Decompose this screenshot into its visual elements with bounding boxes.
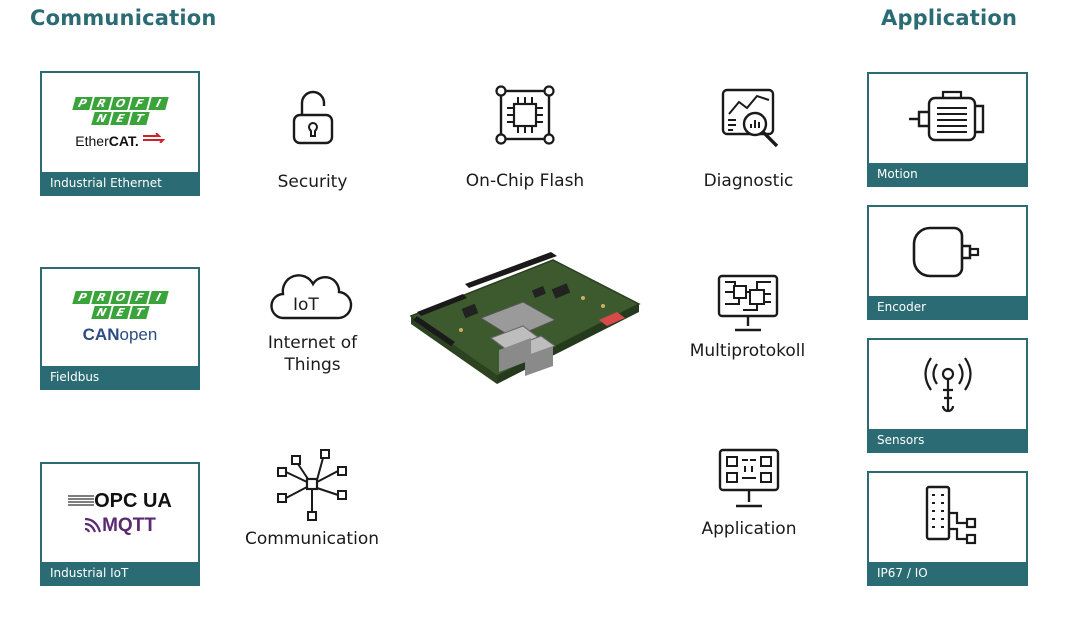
heading-communication: Communication: [30, 6, 217, 30]
card-caption: Motion: [869, 163, 1026, 185]
card-caption: Sensors: [869, 429, 1026, 451]
card-ip67-io: IP67 / IO: [867, 471, 1028, 586]
ethercat-arrow-icon: [142, 131, 166, 144]
ethercat-logo: EtherCAT.: [75, 131, 166, 149]
feature-label-line2: Things: [284, 355, 341, 375]
heading-application: Application: [881, 6, 1018, 30]
card-caption: IP67 / IO: [869, 562, 1026, 584]
feature-label: Internet of: [267, 333, 358, 353]
feature-diagnostic: Diagnostic: [686, 84, 811, 192]
feature-communication: Communication: [238, 446, 386, 550]
open-lock-icon: [292, 90, 333, 145]
card-industrial-iot: OPC UA MQTT Industrial IoT: [40, 462, 200, 586]
feature-application: Application: [690, 446, 808, 540]
feature-label: Security: [277, 172, 348, 192]
canopen-logo: CANopen: [82, 324, 158, 344]
feature-label: Diagnostic: [703, 171, 794, 191]
encoder-icon: [912, 226, 979, 277]
opcua-lines-icon: [68, 495, 95, 506]
card-caption: Industrial Ethernet: [42, 172, 198, 194]
io-module-icon: [925, 485, 976, 544]
monitor-app-icon: [718, 448, 780, 508]
network-hub-icon: [277, 449, 347, 521]
feature-label: On-Chip Flash: [465, 171, 585, 191]
card-encoder: Encoder: [867, 205, 1028, 320]
embedded-board-image: [409, 252, 641, 384]
card-caption: Encoder: [869, 296, 1026, 318]
card-sensors: Sensors: [867, 338, 1028, 453]
svg-text:IoT: IoT: [293, 295, 319, 315]
chip-icon: [495, 85, 555, 145]
mqtt-waves-icon: [85, 518, 102, 533]
card-caption: Fieldbus: [42, 366, 198, 388]
feature-label: Multiprotokoll: [689, 341, 806, 361]
diagnostic-magnifier-icon: [721, 88, 778, 148]
motor-icon: [908, 90, 984, 141]
card-caption: Industrial IoT: [42, 562, 198, 584]
feature-internet-of-things: IoT Internet of Things: [255, 268, 370, 376]
monitor-circuit-icon: [717, 274, 778, 332]
sensor-icon: [923, 356, 972, 412]
feature-on-chip-flash: On-Chip Flash: [450, 82, 600, 192]
opcua-logo: OPC UA: [68, 490, 172, 513]
feature-multiprotokoll: Multiprotokoll: [680, 272, 815, 362]
feature-label: Application: [701, 519, 797, 539]
mqtt-logo: MQTT: [84, 515, 156, 537]
feature-security: Security: [255, 85, 370, 193]
iot-cloud-icon: IoT: [269, 274, 352, 320]
card-motion: Motion: [867, 72, 1028, 187]
feature-label: Communication: [245, 529, 379, 549]
